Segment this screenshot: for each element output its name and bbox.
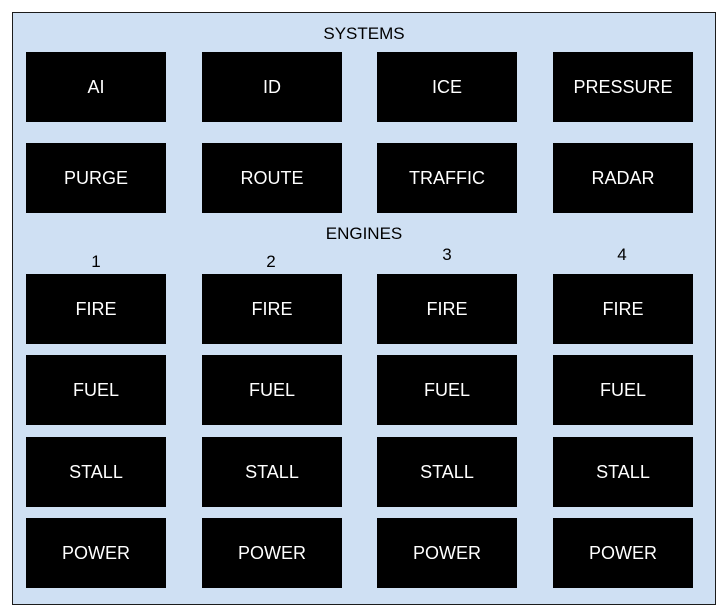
system-button-id[interactable]: ID [202,52,342,122]
engine-3-label: 3 [442,245,452,264]
engine-1-power-button[interactable]: POWER [26,518,166,588]
engine-3-fire-button[interactable]: FIRE [377,274,517,344]
engine-2-fire-button[interactable]: FIRE [202,274,342,344]
system-button-ice[interactable]: ICE [377,52,517,122]
system-button-pressure[interactable]: PRESSURE [553,52,693,122]
engine-2-power-button[interactable]: POWER [202,518,342,588]
engine-1-fuel-button[interactable]: FUEL [26,355,166,425]
system-button-route[interactable]: ROUTE [202,143,342,213]
system-button-ai[interactable]: AI [26,52,166,122]
system-button-purge[interactable]: PURGE [26,143,166,213]
engines-title: ENGINES [325,224,403,243]
engine-4-power-button[interactable]: POWER [553,518,693,588]
engine-4-stall-button[interactable]: STALL [553,437,693,507]
engine-3-stall-button[interactable]: STALL [377,437,517,507]
engine-2-label: 2 [266,252,276,271]
system-button-radar[interactable]: RADAR [553,143,693,213]
engine-4-fuel-button[interactable]: FUEL [553,355,693,425]
engine-1-fire-button[interactable]: FIRE [26,274,166,344]
engine-3-fuel-button[interactable]: FUEL [377,355,517,425]
systems-title: SYSTEMS [323,24,405,43]
engine-1-stall-button[interactable]: STALL [26,437,166,507]
engine-4-label: 4 [617,245,627,264]
system-button-traffic[interactable]: TRAFFIC [377,143,517,213]
engine-3-power-button[interactable]: POWER [377,518,517,588]
engine-2-fuel-button[interactable]: FUEL [202,355,342,425]
engine-1-label: 1 [91,252,101,271]
engine-4-fire-button[interactable]: FIRE [553,274,693,344]
engine-2-stall-button[interactable]: STALL [202,437,342,507]
